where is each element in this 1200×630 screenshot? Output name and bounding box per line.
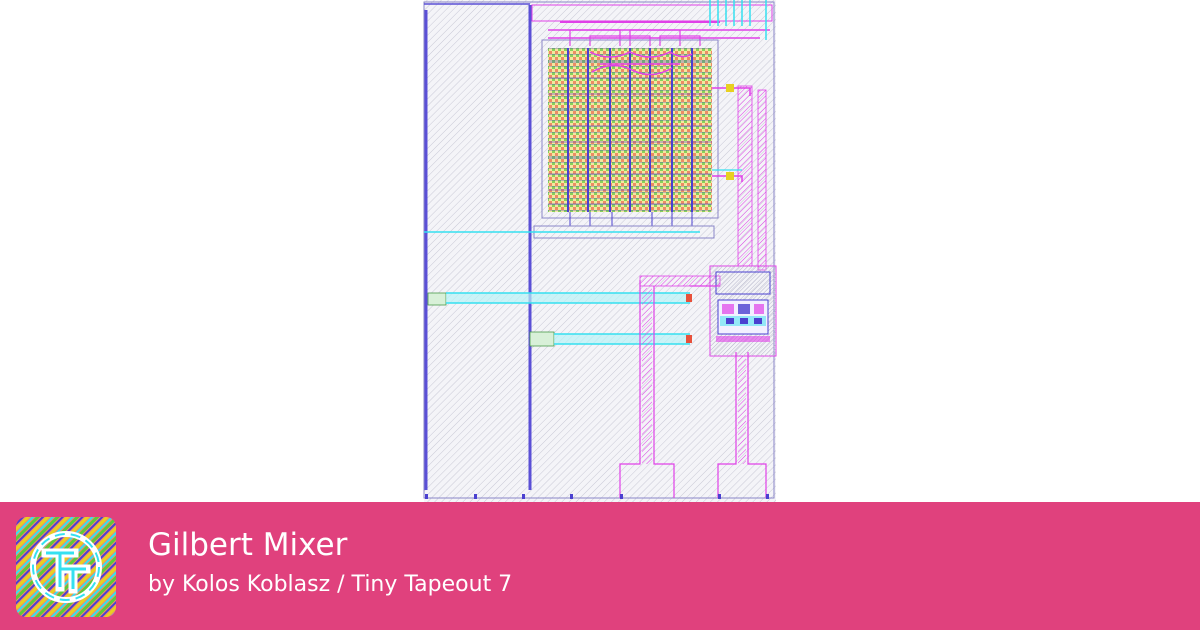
layout-render-area <box>423 0 777 502</box>
gds-layout-image <box>423 0 777 502</box>
tiny-tapeout-logo-icon <box>16 517 116 617</box>
project-title: Gilbert Mixer <box>148 527 348 563</box>
project-footer-banner: Gilbert Mixer by Kolos Koblasz / Tiny Ta… <box>0 502 1200 630</box>
project-byline: by Kolos Koblasz / Tiny Tapeout 7 <box>148 572 513 597</box>
